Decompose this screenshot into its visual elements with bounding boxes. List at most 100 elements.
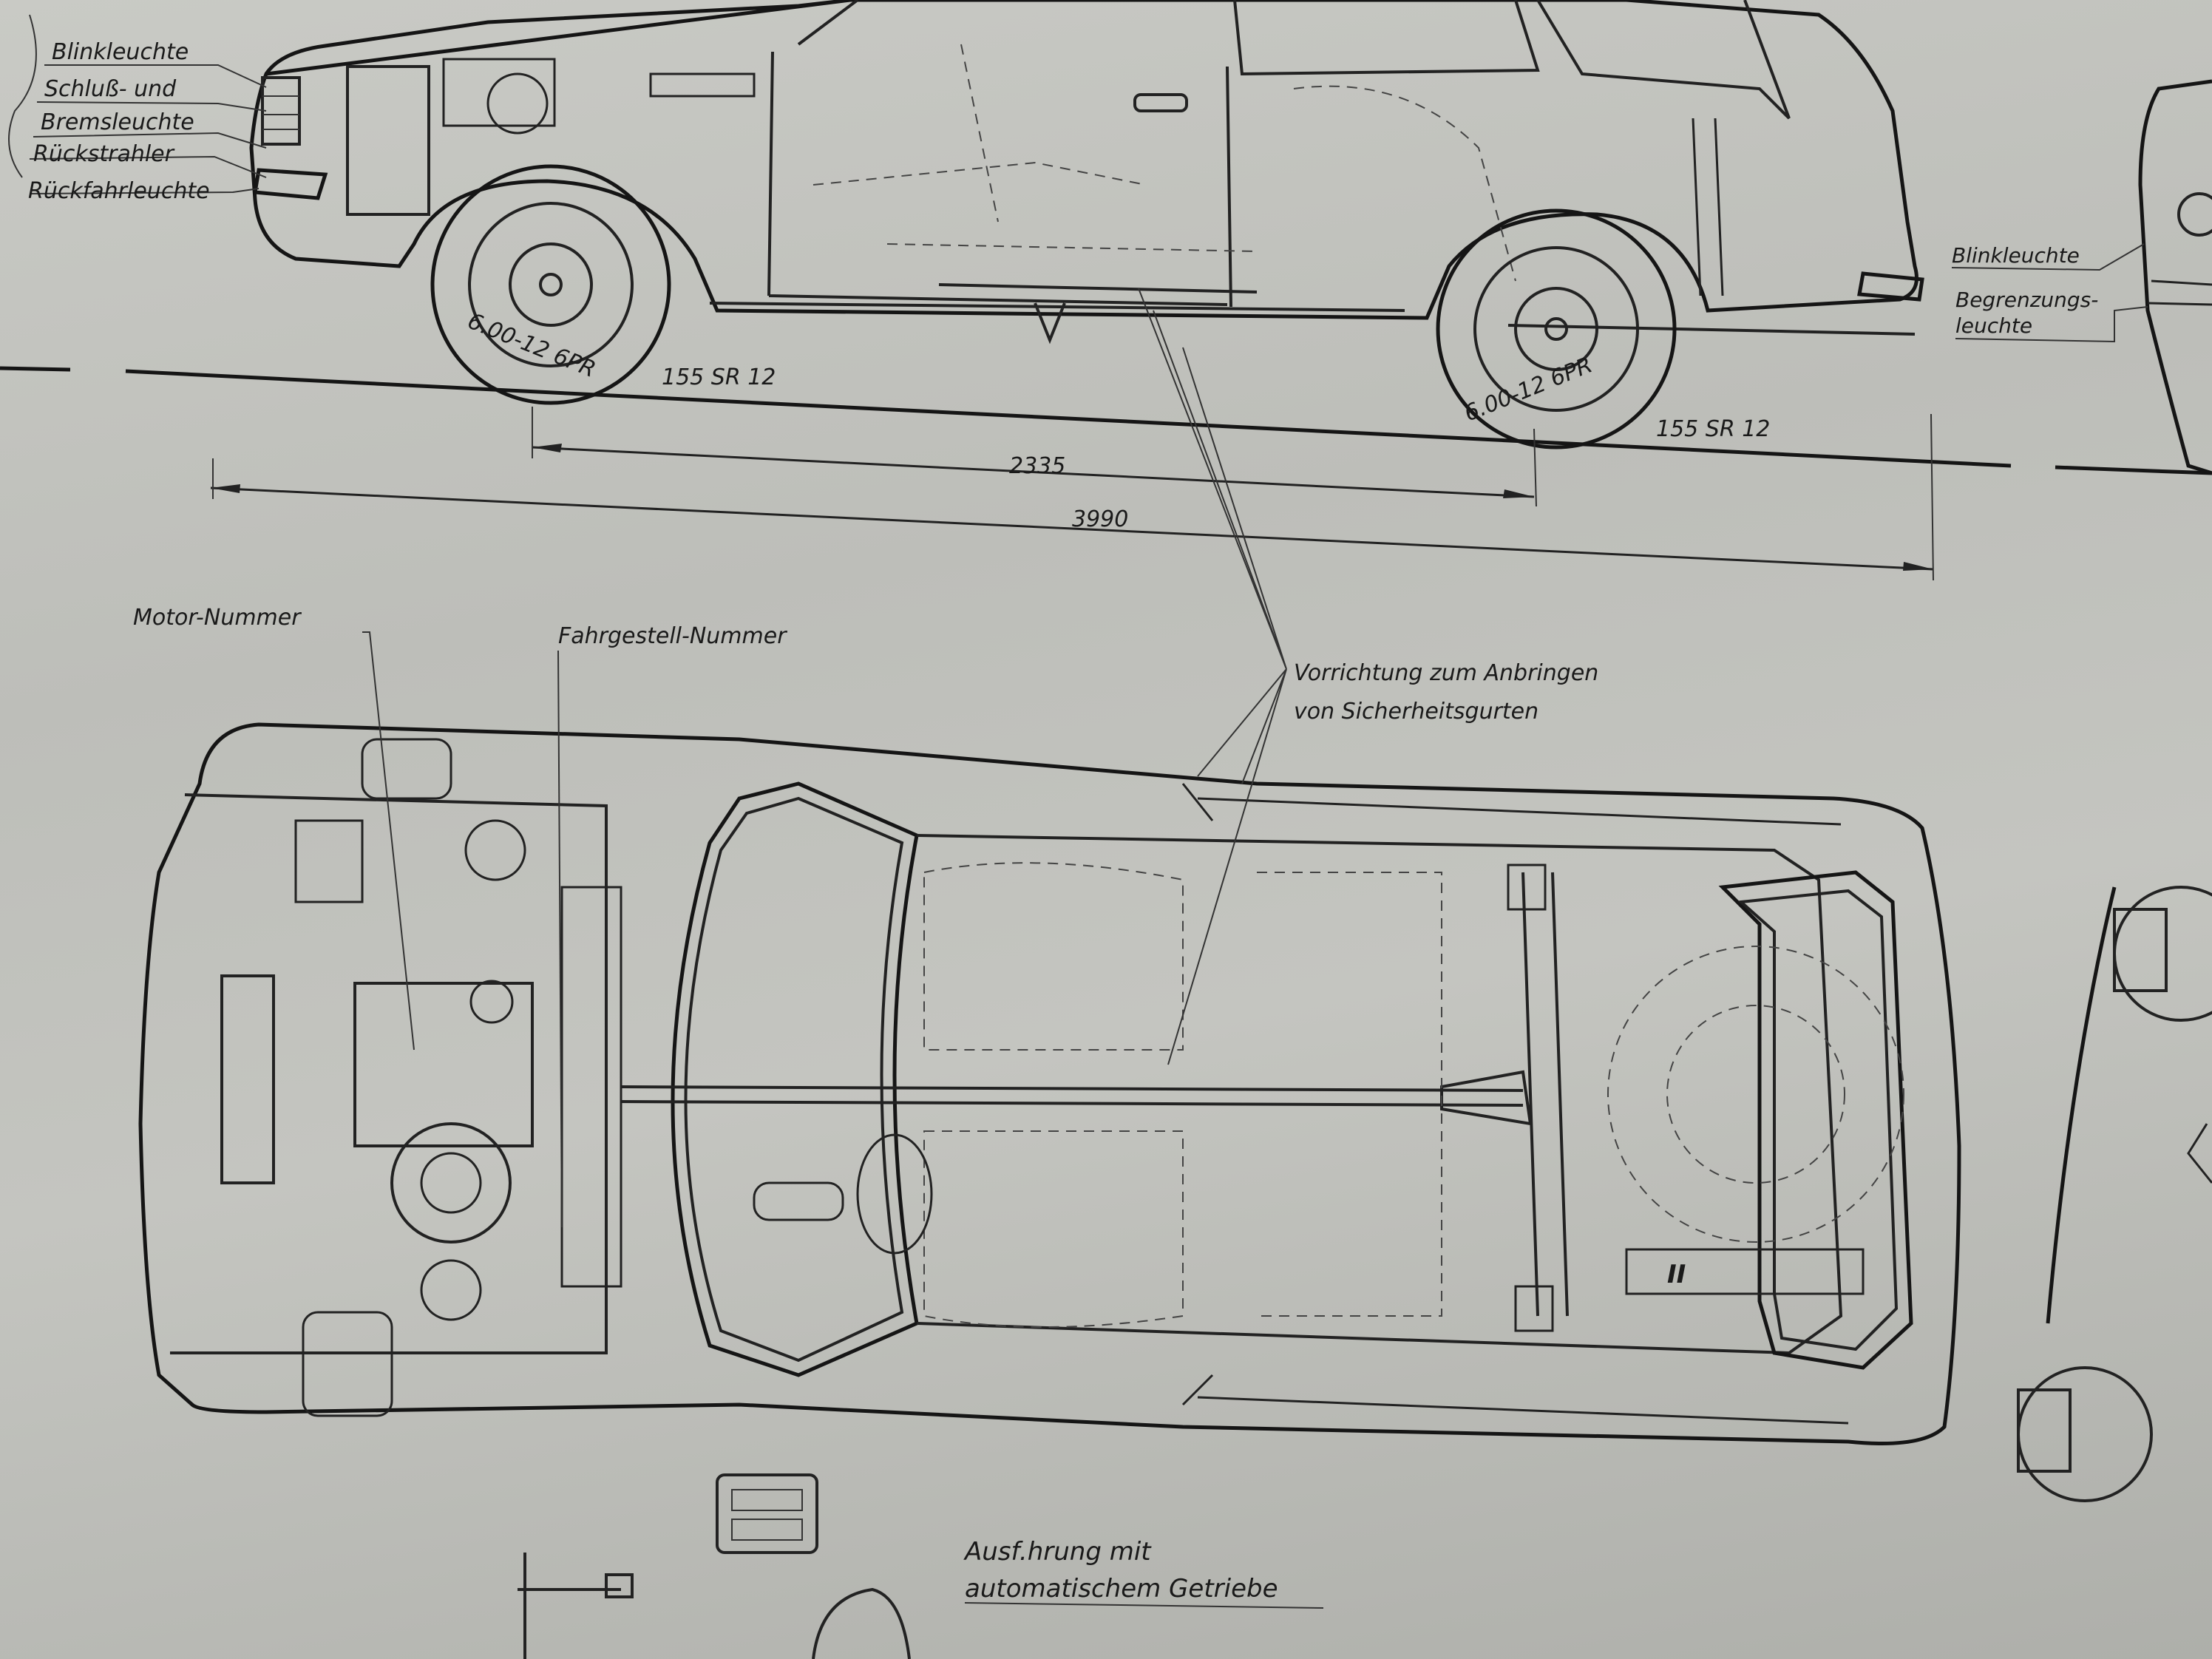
marker-roman-two: II	[1667, 1260, 1686, 1289]
rear-springs	[1507, 864, 1554, 1332]
steering-wheel-partial	[812, 1587, 911, 1659]
label-vorrichtung-line1: Vorrichtung zum Anbringen	[1294, 660, 1598, 686]
side-engine	[346, 58, 756, 216]
detail-brake-drum-lower	[2017, 1366, 2153, 1502]
rear-axle	[539, 273, 563, 296]
door-handle	[1133, 93, 1188, 112]
overall-length-value: 3990	[1072, 506, 1128, 532]
front-label-leaders	[1951, 243, 2148, 343]
selector-badge	[716, 1473, 818, 1554]
ground-line-right	[2055, 465, 2212, 475]
detail-caliper-lower	[2017, 1388, 2072, 1473]
muffler	[753, 1181, 844, 1221]
chassis-number-leader	[557, 650, 563, 1228]
label-rueckfahrleuchte: Rückfahrleuchte	[28, 178, 210, 204]
side-engine-pulley	[486, 72, 549, 135]
label-vorrichtung-line2: von Sicherheitsgurten	[1294, 699, 1538, 725]
rear-wheel	[430, 164, 671, 405]
front-view-bumper	[2147, 279, 2212, 306]
front-axle	[1544, 317, 1568, 341]
rear-bumper	[253, 168, 328, 200]
front-view-headlight	[2177, 192, 2212, 237]
front-view-body	[2138, 79, 2212, 475]
rear-axle-top	[1440, 872, 1569, 1317]
rear-rim	[468, 202, 634, 367]
label-blinkleuchte-rear: Blinkleuchte	[52, 39, 189, 65]
top-hood-edge	[170, 793, 608, 1354]
flywheel	[420, 1152, 482, 1214]
top-strut-lower	[420, 1259, 482, 1321]
dimension-lines: 2335 3990	[210, 407, 1934, 581]
top-windshield	[671, 781, 919, 1377]
label-rueckstrahler: Rückstrahler	[33, 141, 175, 167]
detail-caliper-upper	[2113, 908, 2168, 992]
top-rear-window	[1718, 870, 1913, 1370]
ground-line-left	[0, 366, 71, 372]
tire-size-front: 155 SR 12	[1656, 416, 1770, 442]
wheelbase-value: 2335	[1009, 453, 1065, 479]
suspension-arc	[2046, 886, 2117, 1324]
label-leuchte: leuchte	[1955, 313, 2032, 338]
side-body-outline	[249, 0, 1918, 320]
label-ausfuehrung-line2: automatischem Getriebe	[965, 1574, 1278, 1604]
flywheel-housing	[390, 1122, 512, 1244]
top-view: II	[138, 288, 1961, 1445]
detail-brake-drum-upper	[2113, 886, 2212, 1022]
front-tire	[1436, 208, 1677, 449]
automatic-transmission-detail: Ausf.hrung mit automatischem Getriebe	[518, 1473, 1324, 1659]
label-motor-nummer: Motor-Nummer	[133, 605, 302, 631]
wheelbase-ext-right	[1533, 428, 1537, 507]
front-hub	[1514, 287, 1598, 371]
spare-wheel-inner	[1666, 1005, 1845, 1184]
detail-bracket	[2187, 1123, 2212, 1184]
label-fahrgestell-nummer: Fahrgestell-Nummer	[558, 623, 787, 649]
rear-label-leaders	[29, 64, 267, 194]
top-roof-rails	[1181, 783, 1849, 1425]
length-ext-right	[1930, 413, 1934, 581]
radiator	[220, 974, 275, 1184]
side-underbody	[709, 283, 1916, 345]
wheelbase-line	[532, 446, 1535, 498]
rear-label-bracket	[8, 14, 37, 178]
spare-wheel	[1607, 946, 1904, 1243]
side-door-lines	[767, 51, 1232, 308]
ausfuehrung-underline	[964, 1602, 1324, 1609]
label-ausfuehrung-line1: Ausf.hrung mit	[963, 1537, 1152, 1567]
length-arrow-left	[211, 484, 240, 493]
center-ring	[856, 1133, 933, 1255]
alternator	[469, 980, 514, 1024]
top-body-outline	[138, 722, 1961, 1445]
tire-size-rear: 155 SR 12	[662, 364, 776, 390]
side-view: 6.00-12 6PR 6.00-12 6PR 155 SR 12 155 SR…	[0, 0, 2212, 475]
side-engine-head	[442, 58, 556, 127]
label-schluss-und: Schluß- und	[44, 76, 177, 102]
label-bremsleuchte: Bremsleuchte	[41, 109, 194, 135]
top-front-wheel-arch-top	[361, 738, 452, 800]
seatbelt-leaders	[1138, 288, 1287, 1065]
side-engine-plate	[649, 72, 756, 98]
wheelbase-arrow-right	[1503, 489, 1534, 498]
front-bumper	[1857, 271, 1924, 302]
overall-length-line	[210, 486, 1934, 571]
side-engine-block	[346, 65, 430, 216]
rear-lamp-cluster	[261, 76, 301, 146]
rear-tire	[430, 164, 671, 405]
fuel-tank	[1625, 1248, 1865, 1295]
selector-linkage	[518, 1553, 634, 1659]
selector-badge-top	[731, 1489, 803, 1511]
driveshaft	[620, 1085, 1524, 1107]
side-window-frame	[797, 0, 1791, 120]
front-wheel	[1436, 208, 1677, 449]
wheelbase-arrow-left	[532, 444, 562, 452]
rear-strut	[1692, 118, 1724, 296]
engine-number-leader	[362, 631, 415, 1051]
rear-hub	[509, 242, 593, 327]
front-view-partial: Blinkleuchte Begrenzungs- leuchte	[1951, 79, 2212, 475]
top-front-wheel-arch-bottom	[302, 1311, 393, 1417]
top-rear-window-inner	[1737, 889, 1899, 1351]
side-interior-dashed	[812, 44, 1516, 282]
engine-block	[353, 982, 534, 1147]
battery	[294, 819, 364, 903]
